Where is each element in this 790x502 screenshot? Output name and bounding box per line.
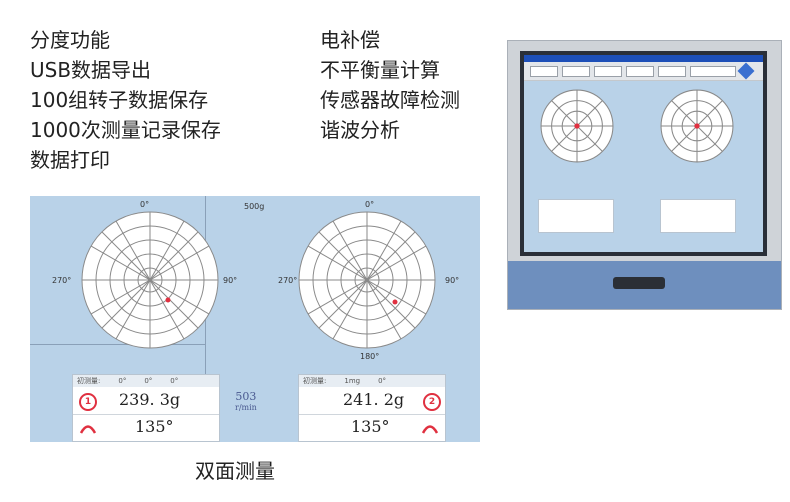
deg-label: 90° (223, 276, 238, 285)
mini-polar-plot (540, 89, 614, 163)
handle-icon (613, 277, 665, 289)
angle-value: 135° (351, 417, 390, 436)
mass-row: 241. 2g 2 (299, 389, 445, 413)
right-readout-panel: 初测量: 1mg 0° 241. 2g 2 135° (298, 374, 446, 442)
toolbar-field (562, 66, 590, 77)
angle-row: 135° (73, 416, 219, 440)
header-value: 0° (118, 377, 127, 385)
screen-content (524, 55, 763, 252)
feature-item: 100组转子数据保存 (30, 88, 209, 112)
monitor-base (508, 261, 781, 309)
mini-readout (660, 199, 736, 233)
left-readout-panel: 初测量: 0° 0° 0° 1 239. 3g 135° (72, 374, 220, 442)
rpm-value: 503 (235, 390, 257, 403)
mini-polar-plot (660, 89, 734, 163)
monitor-screen (520, 51, 767, 256)
feature-item: 数据打印 (30, 148, 110, 172)
deg-label: 270° (52, 276, 72, 285)
header-value: 1mg (344, 377, 361, 385)
feature-list-right: 电补偿 不平衡量计算 传感器故障检测 谐波分析 (320, 25, 460, 145)
feature-item: 电补偿 (320, 28, 380, 52)
toolbar-field (626, 66, 654, 77)
feature-list-left: 分度功能 USB数据导出 100组转子数据保存 1000次测量记录保存 数据打印 (30, 25, 221, 175)
deg-label: 0° (365, 200, 375, 209)
plane-index-icon: 1 (79, 393, 97, 411)
header-label: 初测量: (303, 377, 327, 385)
deg-label: 270° (278, 276, 298, 285)
mass-value: 241. 2g (343, 390, 405, 409)
caption: 双面测量 (195, 459, 275, 483)
feature-item: 分度功能 (30, 28, 110, 52)
angle-value: 135° (135, 417, 174, 436)
header-value: 0° (144, 377, 153, 385)
divider-line (30, 344, 205, 345)
nav-icon (737, 62, 755, 80)
deg-label: 0° (140, 200, 150, 209)
monitor-photo (507, 40, 782, 310)
toolbar-field (658, 66, 686, 77)
feature-item: 1000次测量记录保存 (30, 118, 221, 142)
screen-balance-area (524, 81, 763, 252)
toolbar-field (530, 66, 558, 77)
angle-row: 135° (299, 416, 445, 440)
feature-item: 不平衡量计算 (320, 58, 440, 82)
divider (299, 414, 445, 415)
unbalance-marker (392, 299, 398, 305)
deg-label: 180° (360, 352, 380, 361)
rpm-unit: r/min (235, 403, 257, 412)
readout-header: 初测量: 1mg 0° (299, 375, 445, 387)
plane-index-icon: 2 (423, 393, 441, 411)
left-polar-plot (81, 211, 219, 349)
window-titlebar (524, 55, 763, 62)
feature-item: 谐波分析 (320, 118, 400, 142)
dual-plane-screen: 500g 0° 270° 90° (30, 196, 480, 442)
speed-label-top: 500g (244, 202, 265, 211)
header-value: 0° (170, 377, 179, 385)
feature-item: 传感器故障检测 (320, 88, 460, 112)
header-label: 初测量: (77, 377, 101, 385)
deg-label: 90° (445, 276, 460, 285)
mass-value: 239. 3g (119, 390, 181, 409)
right-polar-plot (298, 211, 436, 349)
divider (73, 414, 219, 415)
mini-readout (538, 199, 614, 233)
rpm-display: 503 r/min (235, 390, 257, 412)
toolbar-field (690, 66, 736, 77)
toolbar-field (594, 66, 622, 77)
mass-row: 1 239. 3g (73, 389, 219, 413)
readout-header: 初测量: 0° 0° 0° (73, 375, 219, 387)
feature-item: USB数据导出 (30, 58, 152, 82)
unbalance-marker (165, 297, 171, 303)
angle-icon (421, 425, 439, 434)
header-value: 0° (378, 377, 387, 385)
window-toolbar (524, 62, 763, 81)
angle-icon (79, 425, 97, 434)
